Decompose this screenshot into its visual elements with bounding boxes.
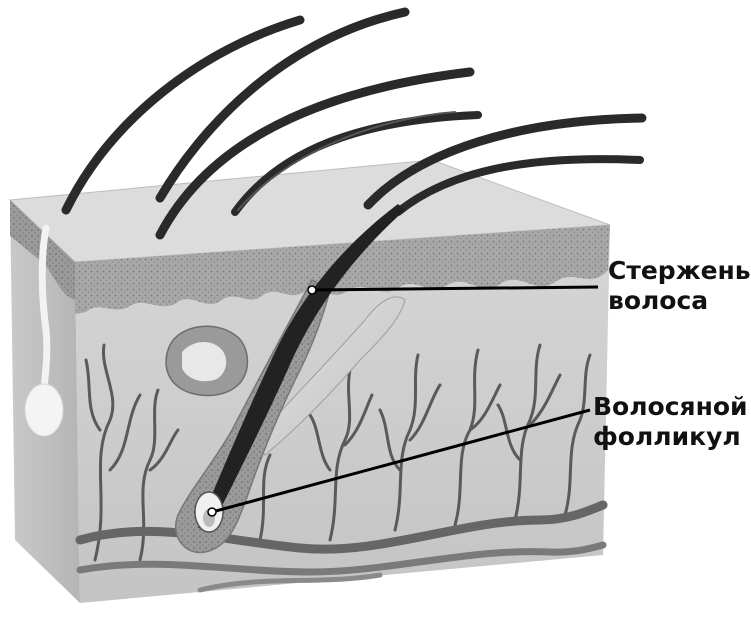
leader-dot-follicle <box>208 508 216 516</box>
label-hair-follicle-line1: Волосяной <box>593 392 748 422</box>
side-gland-bulb <box>25 384 63 436</box>
sebaceous-gland-lobes <box>182 342 226 381</box>
label-hair-shaft-line2: волоса <box>608 286 751 316</box>
side-gland-duct <box>42 228 47 388</box>
leader-dot-shaft <box>308 286 316 294</box>
label-hair-shaft: Стержень волоса <box>608 256 751 316</box>
label-hair-shaft-line1: Стержень <box>608 256 751 286</box>
label-hair-follicle: Волосяной фолликул <box>593 392 748 452</box>
label-hair-follicle-line2: фолликул <box>593 422 748 452</box>
